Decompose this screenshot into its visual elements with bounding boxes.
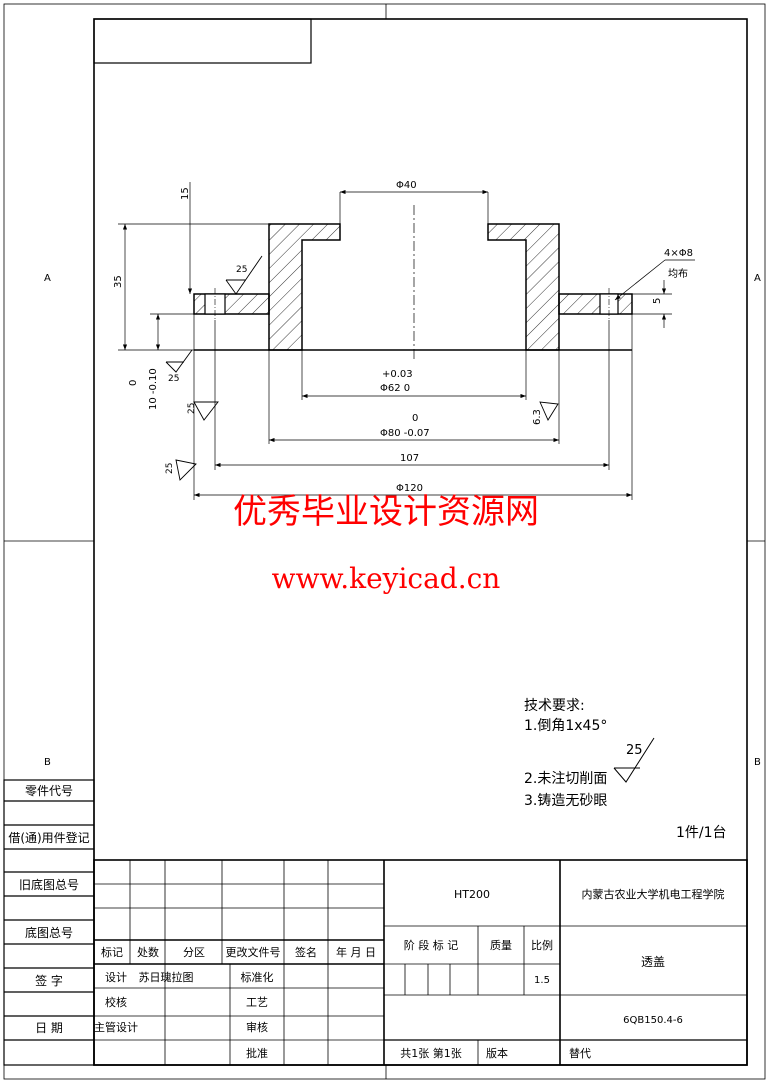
tb-part-name: 透盖	[641, 955, 665, 969]
tech-item-2: 2.未注切削面	[524, 771, 607, 787]
dim-10: 10 -0.10	[148, 368, 159, 410]
tech-item-1: 1.倒角1x45°	[524, 718, 607, 734]
flange-right	[558, 293, 633, 315]
roughness-3: 25	[187, 403, 197, 414]
roughness-symbols	[165, 255, 559, 481]
zone-label-b-left: B	[44, 757, 51, 768]
tb-ratio: 比例	[531, 938, 553, 952]
tb-chief: 主管设计	[94, 1020, 138, 1034]
tb-col-date: 年 月 日	[336, 945, 376, 959]
tb-col-mark: 标记	[101, 945, 123, 959]
tb-sheets: 共1张 第1张	[400, 1046, 462, 1060]
tb-version: 版本	[486, 1046, 508, 1060]
dim-63: 6.3	[532, 409, 543, 425]
side-borrowed: 借(通)用件登记	[8, 830, 89, 845]
side-sign: 签 字	[35, 973, 63, 988]
tech-item-3: 3.铸造无砂眼	[524, 793, 607, 809]
tb-check: 校核	[105, 995, 127, 1009]
tb-standard: 标准化	[241, 970, 274, 984]
tb-stage: 阶 段 标 记	[404, 938, 459, 952]
hatch-left	[268, 223, 341, 351]
dim-15: 15	[180, 187, 191, 200]
dimension-lines	[118, 182, 695, 500]
quantity: 1件/1台	[676, 825, 727, 841]
title-block	[93, 859, 748, 1066]
tech-heading: 技术要求:	[524, 698, 585, 714]
roughness-1: 25	[236, 265, 247, 275]
side-part-code: 零件代号	[25, 784, 73, 798]
tb-mass: 质量	[490, 939, 512, 952]
zone-label-b-right: B	[754, 757, 761, 768]
tb-approve: 批准	[246, 1046, 268, 1060]
tb-col-doc: 更改文件号	[226, 945, 281, 959]
part-section-view	[193, 205, 633, 360]
dim-5: 5	[652, 298, 663, 304]
side-old-base: 旧底图总号	[19, 877, 79, 892]
tb-scale: 1.5	[534, 975, 550, 986]
dim-80: Φ80 -0.07	[380, 428, 430, 439]
dim-120: Φ120	[396, 483, 423, 494]
side-date: 日 期	[35, 1021, 63, 1035]
tb-school: 内蒙古农业大学机电工程学院	[582, 887, 725, 901]
watermark-url: www.keyicad.cn	[272, 562, 501, 595]
dim-tol-003: +0.03	[382, 369, 413, 380]
hatch-right	[487, 223, 560, 351]
tb-design: 设计	[105, 971, 127, 984]
roughness-2: 25	[168, 374, 179, 384]
dim-10-top: 0	[128, 380, 139, 386]
dim-107: 107	[400, 453, 419, 464]
zone-label-a-left: A	[44, 273, 51, 284]
watermark-title: 优秀毕业设计资源网	[233, 492, 539, 532]
tb-drawing-no: 6QB150.4-6	[623, 1015, 683, 1026]
dim-40: Φ40	[396, 180, 417, 191]
tb-col-zone: 分区	[183, 946, 205, 959]
tb-process: 工艺	[246, 996, 268, 1009]
dim-tol-0: 0	[412, 413, 418, 424]
tb-material: HT200	[454, 888, 490, 901]
roughness-4: 25	[165, 463, 175, 474]
tb-col-count: 处数	[137, 946, 159, 959]
side-base: 底图总号	[25, 925, 73, 940]
tb-designer: 苏日瑰拉图	[139, 970, 194, 984]
tb-col-sign: 签名	[295, 945, 317, 959]
dim-35: 35	[113, 275, 124, 288]
zone-label-a-right: A	[754, 273, 761, 284]
dim-62: Φ62 0	[380, 383, 410, 394]
tech-roughness-symbol	[613, 737, 655, 783]
tech-roughness-value: 25	[626, 743, 643, 758]
tb-review: 审核	[246, 1020, 268, 1034]
dim-holes: 4×Φ8	[664, 248, 693, 259]
tb-replace: 替代	[569, 1046, 591, 1060]
dim-holes-note: 均布	[668, 268, 688, 280]
